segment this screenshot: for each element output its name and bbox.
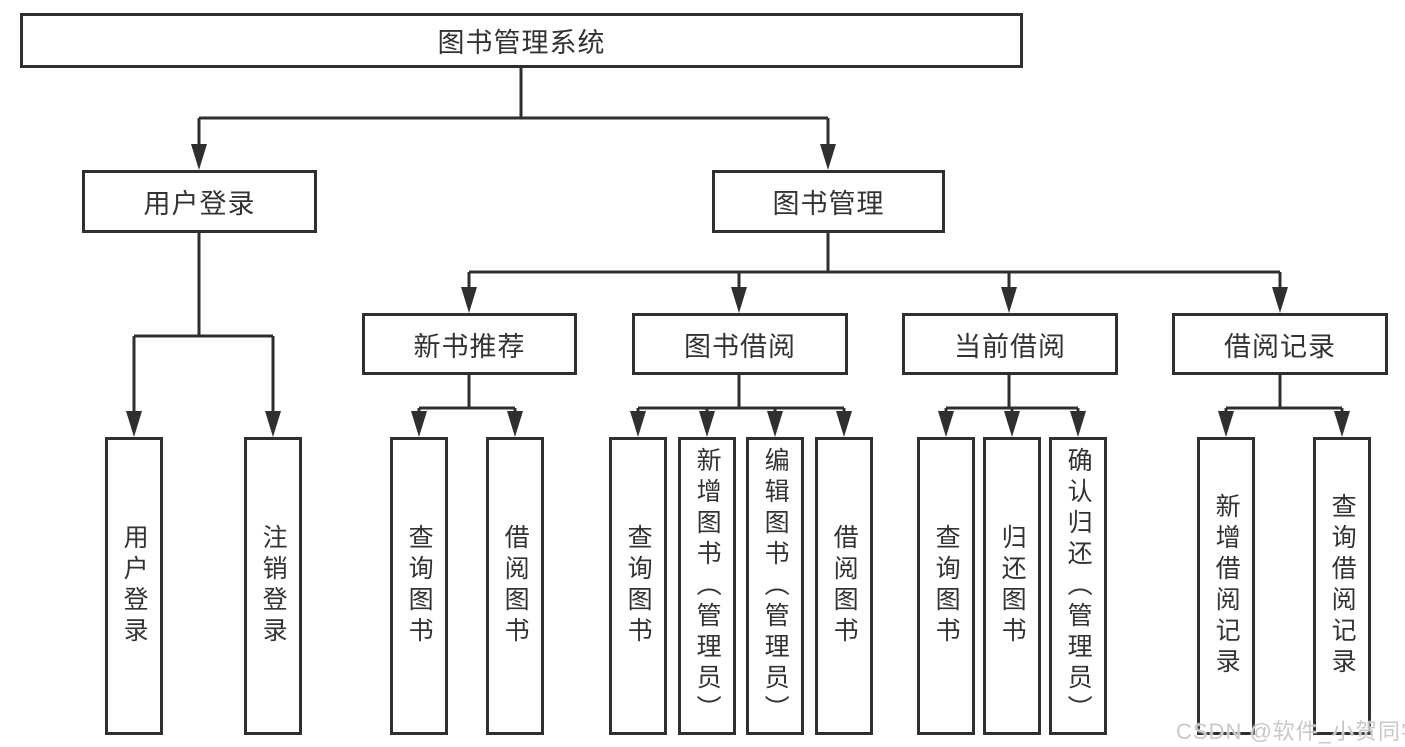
node-label: 查询图书 <box>932 524 961 648</box>
node-label: 图书管理系统 <box>437 28 606 58</box>
node-label: 查询图书 <box>405 524 434 648</box>
node-edit-book-admin: 编辑图书（管理员） <box>746 437 804 735</box>
node-label: 借阅记录 <box>1224 331 1336 362</box>
node-query-books-borrowing: 查询图书 <box>609 437 667 735</box>
node-library-management-system: 图书管理系统 <box>20 13 1023 68</box>
node-label: 新增借阅记录 <box>1212 493 1241 679</box>
node-query-books-current: 查询图书 <box>917 437 975 735</box>
node-label: 查询借阅记录 <box>1328 493 1357 679</box>
node-label: 注销登录 <box>259 524 288 648</box>
node-book-borrowing: 图书借阅 <box>632 313 848 375</box>
node-label: 新增图书（管理员） <box>693 446 722 726</box>
node-return-books: 归还图书 <box>983 437 1041 735</box>
node-label: 用户登录 <box>120 524 149 648</box>
node-label: 查询图书 <box>624 524 653 648</box>
node-label: 编辑图书（管理员） <box>761 446 790 726</box>
node-current-borrowing: 当前借阅 <box>902 313 1118 375</box>
node-label: 借阅图书 <box>830 524 859 648</box>
node-borrow-books-recommend: 借阅图书 <box>486 437 544 735</box>
node-confirm-return-admin: 确认归还（管理员） <box>1049 437 1107 735</box>
node-add-book-admin: 新增图书（管理员） <box>678 437 736 735</box>
node-label: 确认归还（管理员） <box>1064 446 1093 726</box>
node-add-borrow-record: 新增借阅记录 <box>1197 437 1255 735</box>
node-user-login-branch: 用户登录 <box>82 170 317 233</box>
node-book-management: 图书管理 <box>712 170 945 233</box>
node-query-books-recommend: 查询图书 <box>390 437 448 735</box>
connector-segments <box>132 68 1344 413</box>
node-borrowing-records: 借阅记录 <box>1172 313 1388 375</box>
node-label: 图书管理 <box>772 189 885 219</box>
node-new-book-recommend: 新书推荐 <box>362 313 577 375</box>
node-label: 图书借阅 <box>684 331 796 362</box>
node-label: 当前借阅 <box>954 331 1066 362</box>
csdn-watermark: CSDN @软件_小贺同学 <box>1176 719 1405 744</box>
arrowhead-icons <box>126 144 1350 437</box>
node-logout: 注销登录 <box>244 437 302 735</box>
node-label: 新书推荐 <box>413 331 526 362</box>
node-query-borrow-record: 查询借阅记录 <box>1313 437 1371 735</box>
node-user-login: 用户登录 <box>105 437 163 735</box>
node-label: 归还图书 <box>998 524 1027 648</box>
node-label: 用户登录 <box>143 189 256 219</box>
node-label: 借阅图书 <box>501 524 530 648</box>
node-borrow-books: 借阅图书 <box>815 437 873 735</box>
